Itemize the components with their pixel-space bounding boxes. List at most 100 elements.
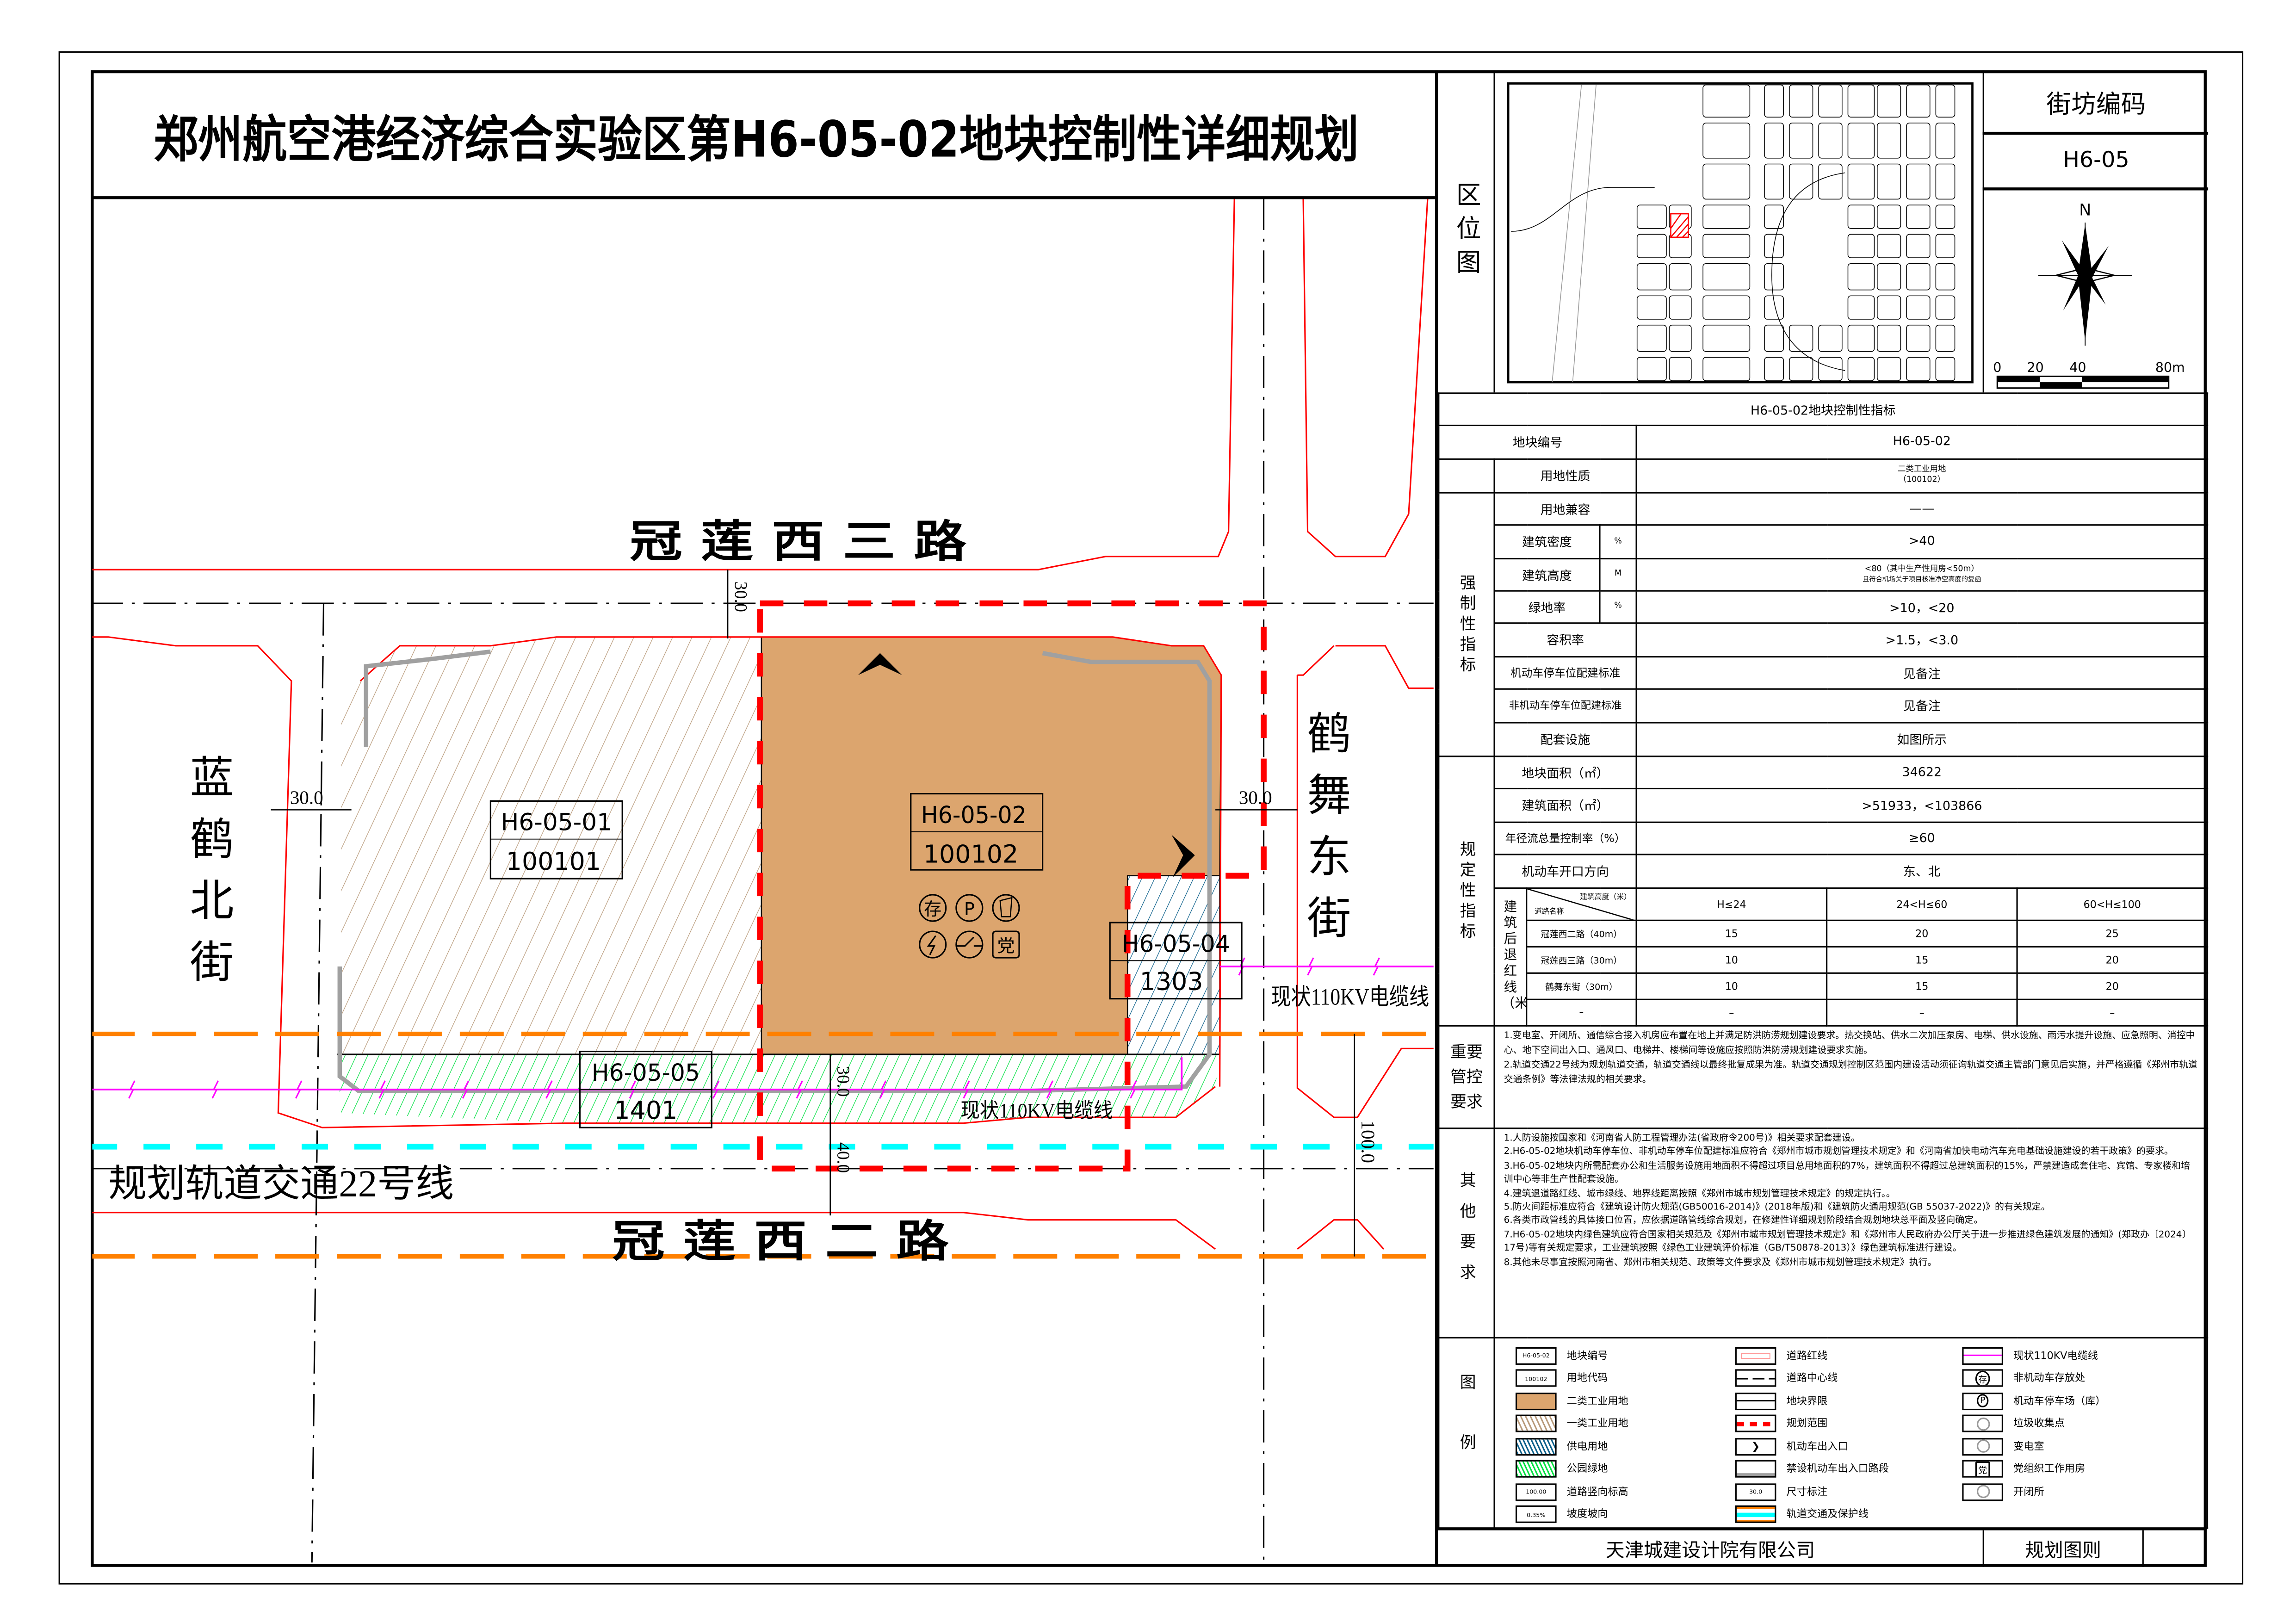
location-map-block bbox=[1818, 163, 1843, 200]
location-map-block bbox=[1636, 357, 1667, 381]
legend-swatch-icon: ❯ bbox=[1735, 1437, 1776, 1455]
location-map-block bbox=[1636, 204, 1667, 229]
legend-item-label: 规划范围 bbox=[1786, 1417, 1828, 1430]
row-value: 见备注 bbox=[1635, 656, 2209, 690]
cable-mark-icon bbox=[295, 1080, 303, 1099]
row-label: 用地兼容 bbox=[1493, 492, 1637, 526]
location-map-block bbox=[1669, 263, 1692, 291]
table-title: H6-05-02地块控制性指标 bbox=[1438, 392, 2209, 427]
location-map-block bbox=[1764, 357, 1784, 381]
block-code-value: H6-05 bbox=[2063, 146, 2129, 173]
legend-swatch-icon bbox=[1735, 1369, 1776, 1387]
setback-label: 建筑后退红线（米） bbox=[1501, 900, 1525, 1012]
dim-north-setback: 30.0 bbox=[731, 582, 750, 612]
row-value: —— bbox=[1635, 492, 2209, 526]
road-name-east: 鹤舞东街 bbox=[1300, 710, 1351, 956]
legend-item: 禁设机动车出入口路段 bbox=[1735, 1460, 1962, 1478]
row-label: 容积率 bbox=[1493, 622, 1637, 658]
svg-text:H6-05-05: H6-05-05 bbox=[592, 1059, 700, 1086]
legend-item-label: 党组织工作用房 bbox=[2013, 1463, 2086, 1475]
cable-mark-icon bbox=[1130, 1080, 1137, 1099]
location-map-block bbox=[1847, 84, 1875, 118]
page-title: 郑州航空港经济综合实验区第H6-05-02地块控制性详细规划 bbox=[154, 111, 1359, 169]
svg-text:1303: 1303 bbox=[1140, 967, 1203, 996]
location-map-label: 区位图 bbox=[1438, 70, 1495, 393]
setback-header-diagonal: 建筑高度（米） 道路名称 bbox=[1526, 887, 1637, 921]
svg-text:党: 党 bbox=[997, 935, 1015, 956]
legend-swatch-icon: 0.35% bbox=[1515, 1505, 1557, 1523]
location-map-block bbox=[1702, 324, 1751, 352]
legend-swatch-icon: H6-05-02 bbox=[1515, 1346, 1557, 1364]
legend-swatch-icon bbox=[1962, 1482, 2003, 1500]
row-value: 东、北 bbox=[1635, 854, 2209, 889]
svg-text:100101: 100101 bbox=[506, 847, 601, 876]
location-map-block bbox=[1702, 204, 1751, 229]
location-map-block bbox=[1764, 123, 1784, 159]
row-label: 建筑密度 bbox=[1493, 524, 1601, 560]
legend-swatch-icon bbox=[1962, 1346, 2003, 1364]
legend-item: 公园绿地 bbox=[1515, 1460, 1735, 1478]
legend-swatch-icon: 30.0 bbox=[1735, 1482, 1776, 1500]
setback-row: –––– bbox=[1439, 998, 2209, 1027]
setback-header-road: 道路名称 bbox=[1535, 908, 1564, 917]
location-map-block bbox=[1906, 163, 1931, 200]
legend-item-label: 禁设机动车出入口路段 bbox=[1786, 1463, 1889, 1475]
switch-station-icon bbox=[955, 930, 984, 959]
party-room-icon: 党 bbox=[992, 930, 1020, 959]
rail-line-label: 规划轨道交通22号线 bbox=[108, 1163, 454, 1205]
legend-swatch-icon bbox=[1515, 1460, 1557, 1478]
location-map-block bbox=[1906, 123, 1931, 159]
location-map-block bbox=[1906, 234, 1931, 258]
location-map-block bbox=[1789, 123, 1813, 159]
row-value: 34622 bbox=[1635, 756, 2209, 790]
no-entrance-lines bbox=[337, 649, 1212, 1093]
compass-north-label: N bbox=[2079, 201, 2091, 219]
dim-south-road: 40.0 bbox=[833, 1142, 853, 1173]
row-label: 非机动车停车位配建标准 bbox=[1493, 688, 1637, 724]
location-map-block bbox=[1935, 263, 1956, 291]
location-map-block bbox=[1876, 204, 1901, 229]
setback-col-header: H≤24 bbox=[1635, 887, 1828, 921]
legend-label-cell: 图例 bbox=[1438, 1337, 1495, 1529]
block-code-label-cell: 街坊编码 bbox=[1982, 70, 2209, 135]
location-map-block bbox=[1935, 123, 1956, 159]
row-unit: M bbox=[1599, 558, 1637, 592]
location-map-block bbox=[1935, 295, 1956, 320]
dimension-lines bbox=[271, 570, 1355, 1257]
parcel-label-h6-05-05: H6-05-05 1401 bbox=[579, 1051, 712, 1128]
setback-header-height: 建筑高度（米） bbox=[1580, 893, 1632, 902]
location-map-block bbox=[1847, 234, 1875, 258]
legend-item-label: 地块编号 bbox=[1566, 1349, 1608, 1362]
legend-swatch-text: 100102 bbox=[1525, 1374, 1547, 1382]
row-unit: % bbox=[1599, 590, 1637, 624]
row-unit: % bbox=[1599, 524, 1637, 560]
dim-rail-protect: 100.0 bbox=[1358, 1120, 1379, 1163]
location-map-block bbox=[1876, 84, 1901, 118]
parcel-label-h6-05-04: H6-05-04 1303 bbox=[1109, 922, 1243, 1000]
svg-text:40: 40 bbox=[2069, 360, 2086, 375]
key-control-label-cell: 重要管控要求 bbox=[1438, 1025, 1495, 1129]
road-name-south: 冠 莲 西 二 路 bbox=[612, 1216, 949, 1267]
legend-item-label: 现状110KV电缆线 bbox=[2013, 1349, 2098, 1362]
location-map-block bbox=[1935, 163, 1956, 200]
row-value: ≥60 bbox=[1635, 821, 2209, 855]
other-label-cell: 其他要求 bbox=[1438, 1127, 1495, 1338]
cable-mark-icon bbox=[545, 1080, 553, 1099]
bike-parking-icon: 存 bbox=[919, 894, 947, 922]
location-map-block bbox=[1636, 263, 1667, 291]
row-value: >10，<20 bbox=[1635, 590, 2209, 624]
location-map-block bbox=[1935, 234, 1956, 258]
parcel-h6-05-01-area bbox=[341, 637, 761, 1054]
legend-swatch-icon: 100.00 bbox=[1515, 1482, 1557, 1500]
location-map-block bbox=[1818, 357, 1843, 381]
dim-east-road: 30.0 bbox=[1239, 787, 1272, 808]
location-map-block bbox=[1636, 234, 1667, 258]
cable-lines bbox=[92, 966, 1434, 1090]
location-map-block bbox=[1935, 84, 1956, 118]
location-map-block bbox=[1847, 204, 1875, 229]
legend-item: 垃圾收集点 bbox=[1962, 1414, 2182, 1432]
location-map-block bbox=[1847, 295, 1875, 320]
location-map-block bbox=[1906, 84, 1931, 118]
land-use-cell: 二类工业用地（100102） bbox=[1635, 458, 2209, 494]
